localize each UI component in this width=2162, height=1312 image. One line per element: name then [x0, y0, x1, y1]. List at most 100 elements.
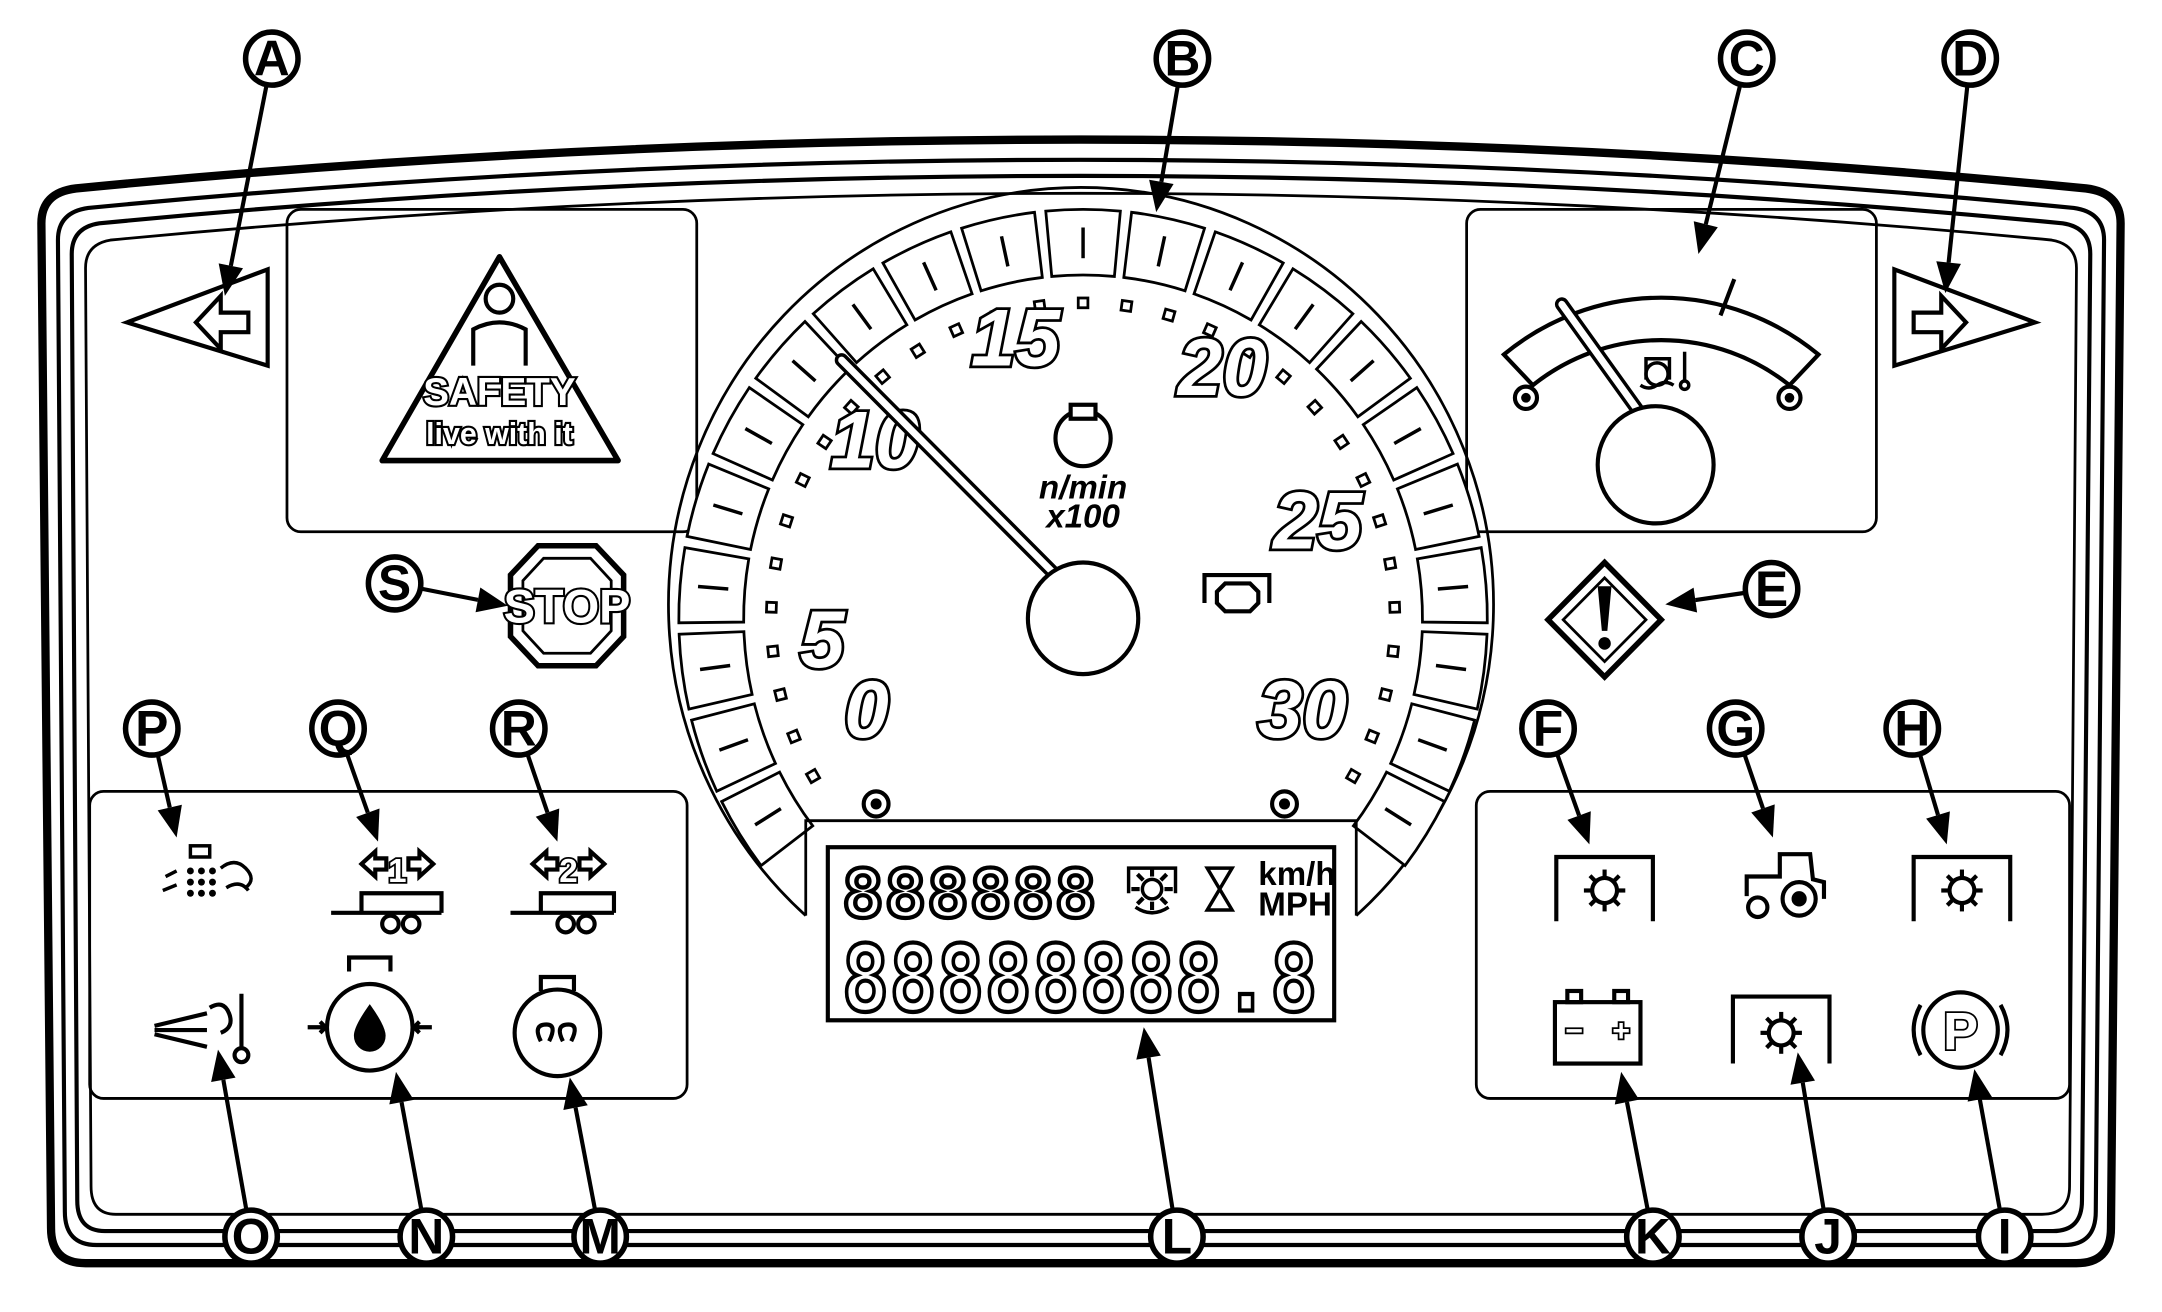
tachometer-minor-tick [842, 398, 861, 417]
tachometer-minor-tick [1388, 600, 1402, 614]
callout-circle [1799, 1207, 1858, 1266]
lcd-unit-kmh: km/h [1258, 856, 1335, 893]
tachometer-major-tick [1293, 303, 1315, 331]
tachometer-scale-label: 15 [971, 293, 1061, 384]
tachometer-minor-tick [765, 600, 778, 614]
callout-e: E [1665, 559, 1801, 619]
safety-logo-icon: SAFETY live with it [379, 254, 621, 464]
right-indicator-panel [1474, 789, 2071, 1100]
callout-leader-line [1624, 1101, 1650, 1212]
tachometer-major-tick [1435, 663, 1467, 672]
tachometer-segment [959, 210, 1044, 293]
turn-left-arrow-icon [120, 266, 270, 369]
callout-arrowhead [1693, 221, 1718, 255]
callout-arrowhead [218, 263, 244, 296]
tachometer-minor-tick [1378, 687, 1394, 703]
tachometer-minor-tick [989, 307, 1005, 323]
callout-letter: H [1894, 700, 1930, 756]
callout-circle [1883, 699, 1942, 758]
callout-circle [397, 1207, 456, 1266]
tachometer-minor-tick [1161, 307, 1177, 323]
callout-b: B [1149, 29, 1212, 213]
callout-circle [1706, 699, 1765, 758]
tachometer-minor-tick [948, 321, 965, 339]
gear-fault-icon [1730, 994, 1832, 1064]
tachometer-segment [1395, 462, 1481, 552]
callout-leader-line [1554, 752, 1582, 817]
callout-circle [489, 699, 548, 758]
glow-plug-icon [512, 974, 603, 1079]
trailer-2-icon: 2 [510, 846, 617, 935]
callout-arrowhead [1567, 811, 1591, 845]
tachometer-major-tick [699, 663, 731, 672]
callout-leader-line [155, 753, 172, 808]
callout-circle [1941, 29, 2000, 88]
callout-p: P [122, 699, 182, 838]
callout-circle [1623, 1207, 1682, 1266]
tachometer-major-tick [851, 303, 873, 331]
callout-leader-line [228, 84, 269, 267]
callout-n: N [389, 1071, 456, 1266]
tachometer-major-tick [999, 235, 1010, 267]
callout-letter: B [1164, 30, 1200, 86]
tachometer-minor-tick [768, 556, 784, 571]
tachometer-minor-tick [815, 433, 834, 451]
callout-leader-line [1703, 83, 1743, 225]
lcd-hourglass-icon [1204, 866, 1236, 912]
callout-letter: Q [319, 700, 358, 756]
callout-circle [309, 699, 368, 758]
callout-arrowhead [157, 804, 182, 838]
callout-arrowhead [1926, 811, 1950, 845]
callout-i: I [1967, 1069, 2034, 1266]
callout-arrowhead [535, 808, 560, 842]
tachometer-segment [881, 230, 974, 322]
battery-plus: + [1612, 1014, 1630, 1048]
callout-letter: R [501, 700, 537, 756]
callout-circle [365, 554, 424, 613]
callout-letter: L [1162, 1208, 1192, 1264]
tachometer-minor-tick [1239, 342, 1257, 360]
lcd-trip-digits: 888888 [842, 855, 1097, 933]
tachometer-minor-tick [873, 367, 892, 386]
air-filter-icon [162, 844, 253, 897]
stop-text: STOP [504, 579, 631, 632]
callout-circle [1742, 559, 1801, 619]
stop-icon: STOP [502, 542, 633, 669]
engine-service-icon [1202, 572, 1272, 614]
callout-letter: F [1533, 700, 1563, 756]
tachometer-minor-tick [1201, 321, 1219, 339]
tachometer-segment [1192, 230, 1286, 322]
tachometer-minor-tick [1344, 767, 1362, 785]
callout-letter: E [1755, 560, 1788, 616]
battery-minus: − [1565, 1014, 1583, 1048]
safety-word: SAFETY [423, 371, 575, 414]
lcd-gear-icon [1126, 866, 1178, 915]
tachometer-scale-label: 10 [830, 395, 919, 486]
callout-circle [571, 1207, 630, 1266]
callout-arrowhead [1614, 1071, 1640, 1105]
transmission-gear-icon [1554, 854, 1655, 922]
tachometer-minor-tick [1306, 398, 1324, 417]
callout-c: C [1693, 29, 1776, 255]
callout-h: H [1883, 699, 1950, 845]
tachometer-unit-multiplier: x100 [1044, 498, 1120, 535]
temperature-gauge-hub [1595, 404, 1716, 526]
tachometer-major-tick [744, 427, 773, 445]
callout-leader-line [1800, 1082, 1826, 1211]
tachometer-major-tick [922, 261, 938, 292]
air-intake-temperature-icon [154, 993, 251, 1065]
tachometer-minor-tick [1364, 728, 1381, 745]
callout-circle [1147, 1207, 1206, 1266]
tachometer-major-tick [1393, 427, 1422, 445]
safety-slogan: live with it [426, 417, 573, 451]
tachometer-minor-tick [1386, 644, 1400, 659]
trailer-2-number: 2 [559, 853, 577, 890]
callout-d: D [1936, 29, 2000, 294]
callout-g: G [1706, 699, 1775, 838]
callout-leader-line [1946, 84, 1970, 263]
callout-q: Q [309, 699, 380, 842]
cluster-housing [37, 135, 2125, 1268]
engine-coolant-temperature-icon [1639, 351, 1691, 392]
